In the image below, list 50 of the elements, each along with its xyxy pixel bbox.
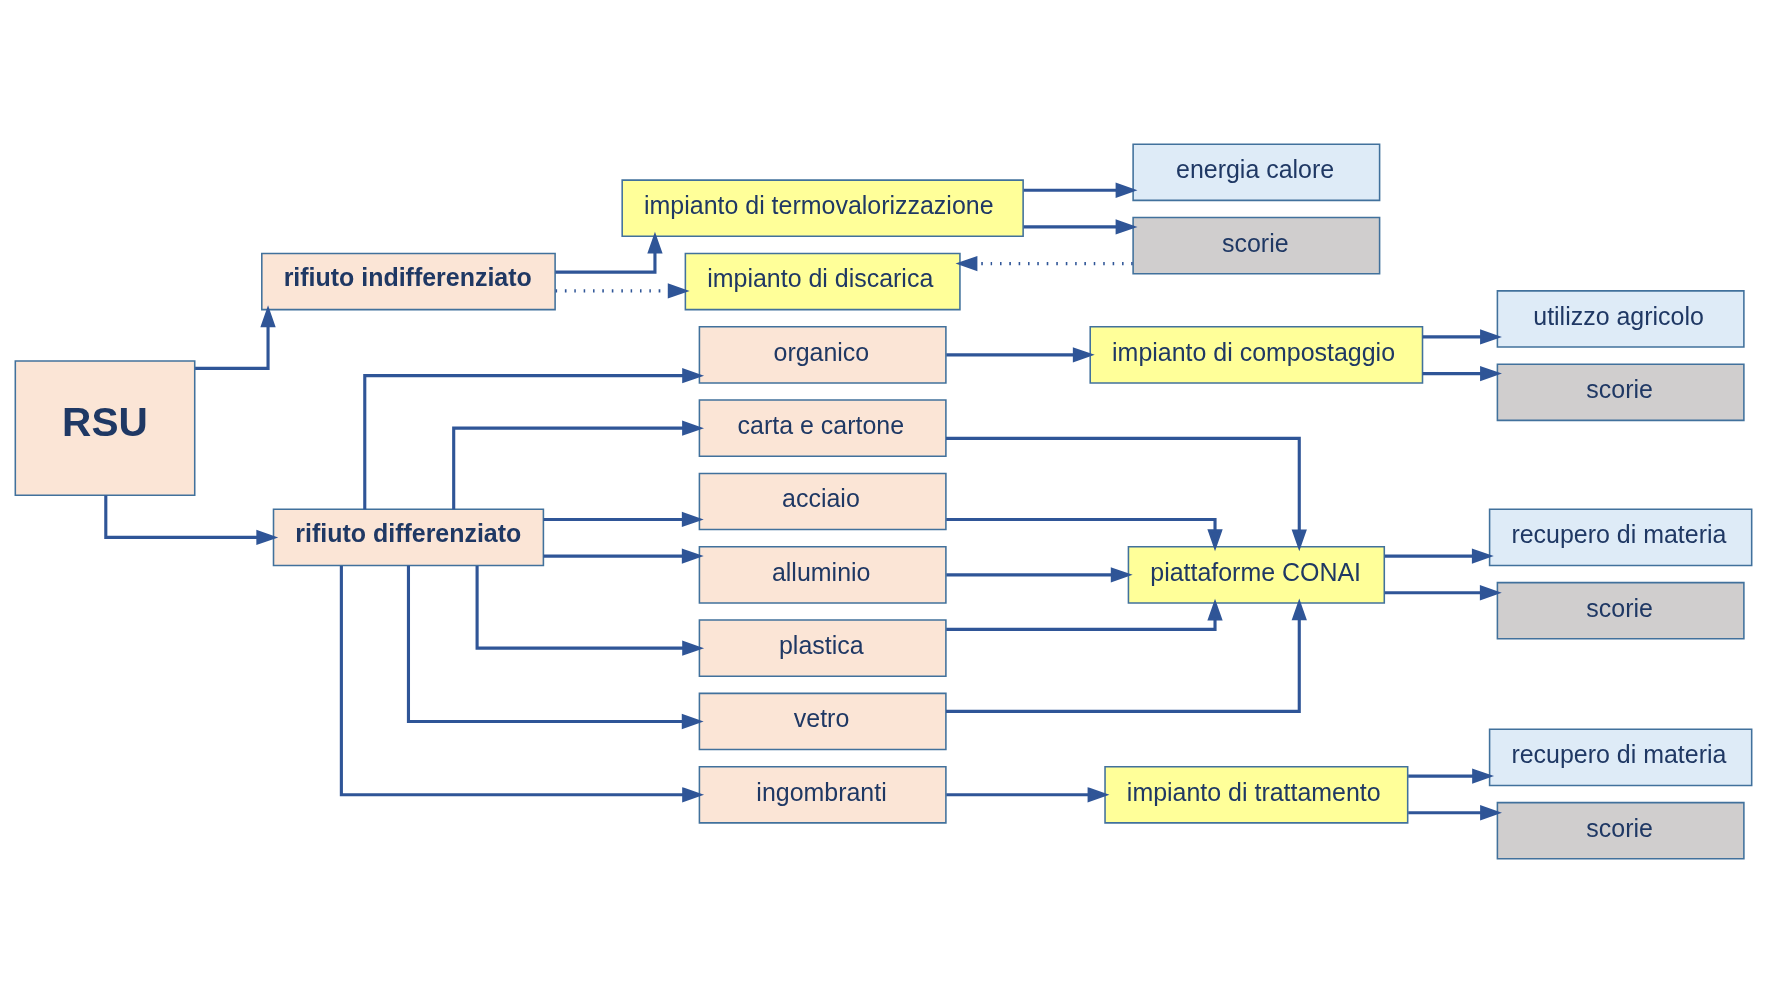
node-box: vetro <box>698 692 947 750</box>
node-box: acciaio <box>698 472 947 530</box>
node-box: plastica <box>698 618 947 677</box>
node-box: impianto di termovalorizzazione <box>621 178 1024 237</box>
arrow <box>1408 804 1502 820</box>
node-box: recupero di materia <box>1488 728 1753 786</box>
arrow <box>1422 365 1502 381</box>
node-box: organico <box>698 325 947 384</box>
node-box: energia calore <box>1132 142 1381 201</box>
node-box: impianto di trattamento <box>1104 765 1409 824</box>
node-box: scorie <box>1496 581 1745 640</box>
arrow <box>946 566 1133 582</box>
node-box: ingombranti <box>698 765 947 824</box>
arrow <box>1023 182 1138 198</box>
arrow <box>1384 584 1502 600</box>
arrow <box>946 597 1307 713</box>
arrow <box>955 255 1133 271</box>
arrow <box>1384 547 1494 564</box>
arrow <box>555 231 663 274</box>
arrow <box>1023 218 1138 235</box>
node-box: recupero di materia <box>1488 508 1753 566</box>
node-box: piattaforme CONAI <box>1127 545 1386 604</box>
node-box: rifiuto differenziato <box>272 508 545 566</box>
arrow <box>406 565 704 729</box>
node-box: utilizzo agricolo <box>1496 289 1745 348</box>
arrow <box>339 565 705 802</box>
node-box: scorie <box>1132 216 1381 274</box>
arrow <box>363 367 705 509</box>
node-box: carta e cartone <box>698 398 947 457</box>
arrow <box>543 547 704 564</box>
arrow <box>543 511 704 527</box>
arrow <box>946 436 1307 551</box>
arrow <box>555 282 690 299</box>
arrow <box>195 304 276 370</box>
node-box: scorie <box>1496 801 1745 860</box>
arrow <box>946 517 1223 551</box>
arrow <box>475 565 705 656</box>
arrow <box>946 786 1110 802</box>
arrow <box>104 495 279 545</box>
arrow <box>452 420 704 509</box>
arrow <box>946 598 1223 631</box>
node-box: impianto di discarica <box>684 252 961 310</box>
node-box: RSU <box>14 359 196 496</box>
arrow <box>1408 767 1495 784</box>
node-box: alluminio <box>698 545 947 604</box>
node-box: scorie <box>1496 362 1745 421</box>
node-box: rifiuto indifferenziato <box>261 252 556 310</box>
arrow <box>1422 328 1502 345</box>
node-box: impianto di compostaggio <box>1089 325 1424 384</box>
arrow <box>946 346 1095 362</box>
